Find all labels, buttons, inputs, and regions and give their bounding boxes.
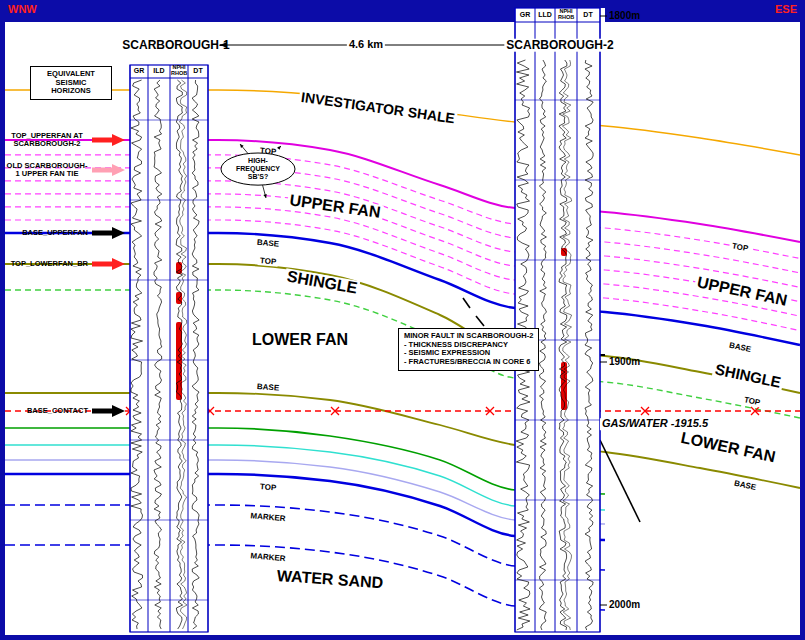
horizon-tag: BASE bbox=[726, 341, 753, 355]
horizon-line bbox=[5, 264, 800, 393]
formation-label: LOWER FAN bbox=[677, 429, 778, 466]
node-text: - THICKNESS DISCREPANCY bbox=[404, 341, 533, 350]
contact-cross bbox=[751, 407, 759, 415]
formation-label: SHINGLE bbox=[284, 268, 361, 298]
tie-arrow bbox=[92, 405, 125, 417]
horizon-tag: TOP bbox=[258, 257, 279, 267]
horizon-tag: BASE bbox=[255, 239, 282, 250]
seismic-horizon: TOP_UPPERFAN AT SCARBOROUGH-2 bbox=[6, 132, 88, 148]
log-curve bbox=[192, 80, 199, 629]
formation-label: INVESTIGATOR SHALE bbox=[298, 90, 458, 127]
horizon-line bbox=[5, 140, 800, 242]
formation-label: UPPER FAN bbox=[287, 192, 384, 222]
track-header: DT bbox=[193, 67, 202, 74]
depth-tick bbox=[600, 16, 607, 17]
log-curve bbox=[154, 80, 162, 629]
panel-ground bbox=[5, 22, 800, 635]
callout-ellipse: HIGH-FREQUENCY SB'S? bbox=[220, 152, 296, 186]
distance: 4.6 km bbox=[347, 39, 385, 51]
horizon-tag: TOP bbox=[258, 483, 279, 493]
direction: WNW bbox=[8, 4, 37, 16]
seismic-horizon: TOP_LOWERFAN_BR bbox=[11, 260, 88, 268]
formation-label: WATER SAND bbox=[274, 568, 385, 592]
log-curve bbox=[562, 60, 571, 630]
horizons bbox=[5, 90, 800, 610]
formation-label: UPPER FAN bbox=[694, 274, 791, 310]
seismic-horizon: OLD SCARBOROUGH-1 UPPER FAN TIE bbox=[6, 162, 88, 178]
track-header: GR bbox=[520, 11, 531, 18]
node-text: MINOR FAULT IN SCARBOROUGH-2 bbox=[404, 332, 533, 341]
depth-tick bbox=[600, 605, 607, 606]
log-curve bbox=[539, 60, 546, 630]
tie-arrow bbox=[92, 164, 125, 176]
tie-arrow bbox=[92, 258, 125, 270]
formation-label: LOWER FAN bbox=[250, 332, 350, 349]
log-curve bbox=[179, 80, 187, 629]
contact-label: GAS/WATER -1915.5 bbox=[600, 418, 710, 430]
track-header: LLD bbox=[538, 11, 552, 18]
horizon-tag: MARKER bbox=[248, 512, 288, 524]
track-header: NPHI RHOB bbox=[171, 65, 187, 77]
node-text: - FRACTURES/BRECCIA IN CORE 6 bbox=[404, 358, 533, 367]
depth-label: 1900m bbox=[609, 357, 640, 368]
seismic-horizon: BASE_UPPERFAN bbox=[22, 229, 88, 237]
horizon-tag: MARKER bbox=[248, 552, 288, 564]
contact-cross bbox=[486, 407, 494, 415]
tie-arrow bbox=[92, 134, 125, 146]
sequence-boundary bbox=[5, 155, 800, 259]
seismic-horizon: BASE_CONTACT bbox=[27, 407, 88, 415]
depth-tick bbox=[600, 362, 607, 363]
track-header: DT bbox=[583, 11, 592, 18]
node-text: EQUIVALENT SEISMIC HORIZONS bbox=[36, 70, 106, 96]
depth-label: 2000m bbox=[609, 600, 640, 611]
horizon-tag: BASE bbox=[731, 479, 758, 493]
log-curve bbox=[585, 60, 593, 630]
annotation-box: MINOR FAULT IN SCARBOROUGH-2- THICKNESS … bbox=[398, 328, 539, 371]
log-curve bbox=[131, 80, 143, 629]
legend-box: EQUIVALENT SEISMIC HORIZONS bbox=[30, 66, 112, 100]
well-name: SCARBOROUGH-2 bbox=[504, 39, 615, 52]
well-log bbox=[515, 8, 600, 632]
horizon-tag: TOP bbox=[729, 242, 750, 254]
horizon-tag: BASE bbox=[255, 383, 282, 393]
horizon-tag: TOP bbox=[741, 396, 763, 408]
contact-cross bbox=[331, 407, 339, 415]
horizon-line bbox=[5, 90, 800, 155]
formation-label: SHINGLE bbox=[712, 361, 784, 391]
node-text: HIGH-FREQUENCY SB'S? bbox=[228, 157, 288, 181]
contact-cross bbox=[641, 407, 649, 415]
track-header: ILD bbox=[153, 67, 164, 74]
track-header: NPHI RHOB bbox=[558, 9, 574, 21]
tie-arrow bbox=[92, 227, 125, 239]
sequence-boundary bbox=[5, 220, 800, 331]
direction: ESE bbox=[775, 4, 797, 16]
log-curve bbox=[176, 80, 182, 629]
well-name: SCARBOROUGH-1 bbox=[122, 39, 229, 52]
horizon-line bbox=[5, 290, 800, 418]
depth-label: 1800m bbox=[609, 11, 640, 22]
track-header: GR bbox=[134, 67, 145, 74]
node-text: - SEISMIC EXPRESSION bbox=[404, 349, 533, 358]
well-log bbox=[130, 65, 208, 632]
sequence-boundary bbox=[5, 194, 800, 302]
